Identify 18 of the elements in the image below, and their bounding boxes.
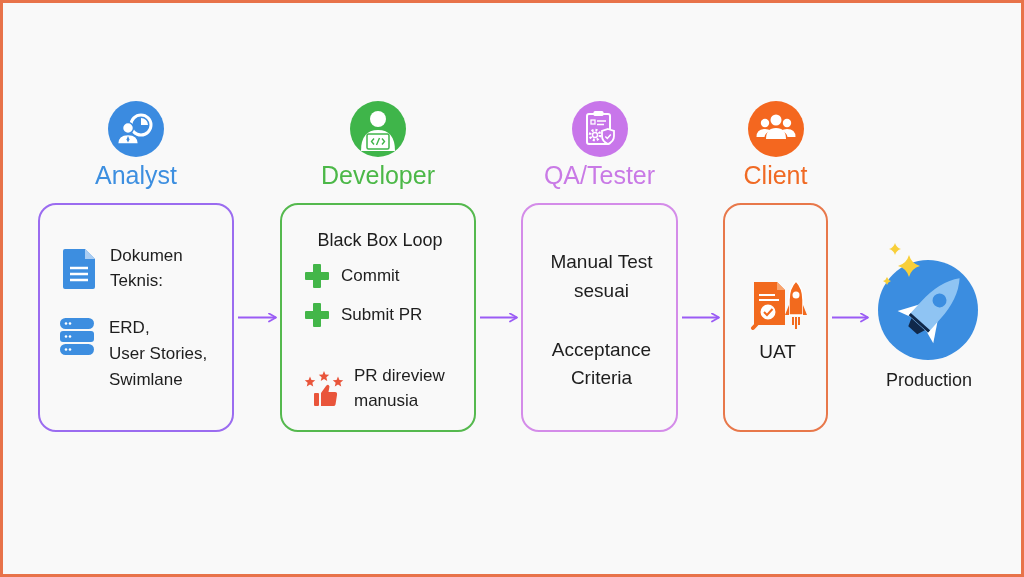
node-text: Acceptance Criteria: [550, 338, 653, 390]
arrow: [681, 312, 720, 323]
node-text: Black Box Loop: [316, 229, 444, 252]
role-heading: Developer: [321, 160, 435, 191]
arrow: [479, 312, 518, 323]
role-heading: Analyst: [95, 160, 177, 191]
role-heading: QA/Tester: [543, 160, 656, 191]
node-text: UAT: [758, 340, 797, 364]
node-text: ERD, User Stories, Swimlane: [109, 317, 209, 391]
node-text: Submit PR: [341, 304, 424, 326]
arrow: [831, 312, 869, 323]
node-text: Commit: [341, 265, 401, 287]
node-text: Dokumen Teknis:: [110, 245, 184, 292]
node-text: PR direview manusia: [354, 365, 446, 412]
role-heading: Client: [743, 160, 808, 191]
node-text: Production: [884, 369, 974, 392]
node-text: Manual Test sesuai: [549, 250, 654, 303]
arrow: [237, 312, 277, 323]
